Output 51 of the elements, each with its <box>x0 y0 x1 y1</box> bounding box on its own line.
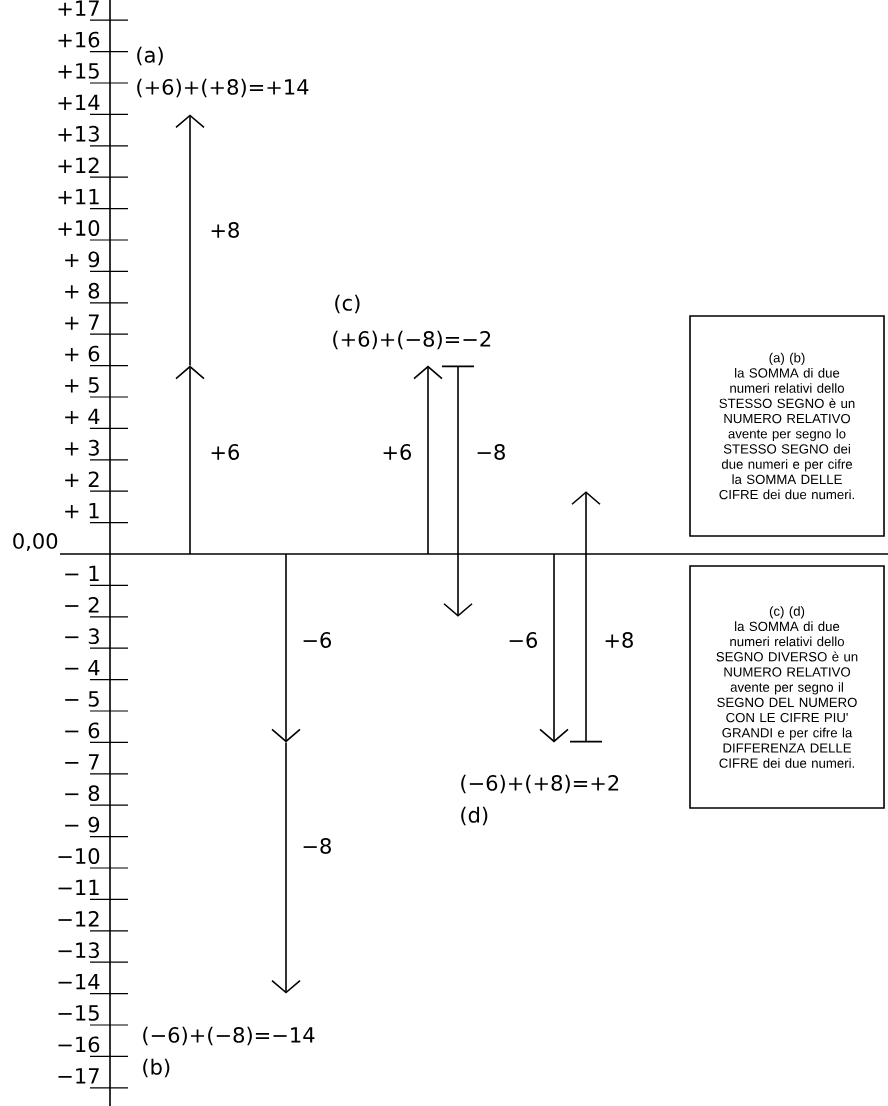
axis-label: −10 <box>58 848 100 864</box>
axis-label: − 2 <box>65 597 99 613</box>
axis-label: +11 <box>58 188 99 205</box>
axis-label: + 4 <box>65 408 100 425</box>
formula-label: (b) <box>143 1058 170 1078</box>
formula-label: (a) <box>137 46 163 66</box>
zero-label: 0,00 <box>13 532 58 551</box>
axis-label: − 5 <box>65 691 99 707</box>
axis-label: −13 <box>58 942 99 959</box>
axis-label: +17 <box>58 0 99 16</box>
axis-label: + 9 <box>65 251 100 268</box>
value-label: −6 <box>303 632 331 648</box>
formula-label: (−6)+(−8)=−14 <box>143 1026 315 1046</box>
formula-label: (c) <box>335 294 360 314</box>
axis-label: − 9 <box>65 816 100 833</box>
axis-label: − 7 <box>65 754 99 770</box>
axis-label: −16 <box>58 1036 100 1053</box>
axis-label: +14 <box>58 94 100 111</box>
axis-label: −12 <box>58 911 99 927</box>
axis-label: − 1 <box>65 565 99 582</box>
axis-label: + 6 <box>65 345 100 362</box>
axis-label: + 7 <box>65 314 99 330</box>
value-label: +6 <box>211 444 239 460</box>
formula-label: (+6)+(−8)=−2 <box>333 330 491 350</box>
axis-label: +12 <box>58 157 99 173</box>
axis-label: − 3 <box>65 628 99 645</box>
formula-label: (+6)+(+8)=+14 <box>137 78 309 98</box>
value-label: +6 <box>383 444 411 460</box>
axis-label: + 3 <box>65 439 99 456</box>
axis-label: − 6 <box>65 722 100 739</box>
value-label: −8 <box>303 838 331 854</box>
axis-label: +13 <box>58 125 99 142</box>
axis-label: −11 <box>58 879 99 896</box>
value-label: −6 <box>509 632 537 648</box>
formula-label: (−6)+(+8)=+2 <box>461 774 619 794</box>
axis-label: + 8 <box>65 282 100 299</box>
axis-label: +10 <box>58 220 100 236</box>
value-label: +8 <box>211 222 239 238</box>
axis-label: −15 <box>58 1005 99 1021</box>
axis-label: + 2 <box>65 471 99 487</box>
axis-label: +15 <box>58 63 99 79</box>
axis-label: − 4 <box>65 659 100 676</box>
axis-label: + 5 <box>65 377 99 393</box>
axis-label: −17 <box>58 1068 99 1084</box>
value-label: −8 <box>477 444 505 460</box>
axis-label: − 8 <box>65 785 100 802</box>
formula-label: (d) <box>461 806 488 826</box>
axis-label: +16 <box>58 31 100 48</box>
axis-label: −14 <box>58 973 100 990</box>
axis-label: + 1 <box>65 502 99 519</box>
value-label: +8 <box>605 632 633 648</box>
